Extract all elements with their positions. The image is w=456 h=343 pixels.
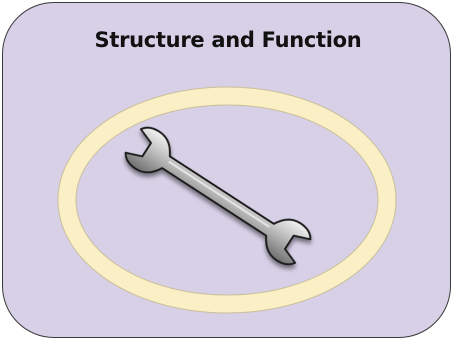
diagram-title: Structure and Function: [94, 28, 362, 52]
ring: [58, 87, 396, 313]
wrench-icon: [124, 126, 312, 266]
